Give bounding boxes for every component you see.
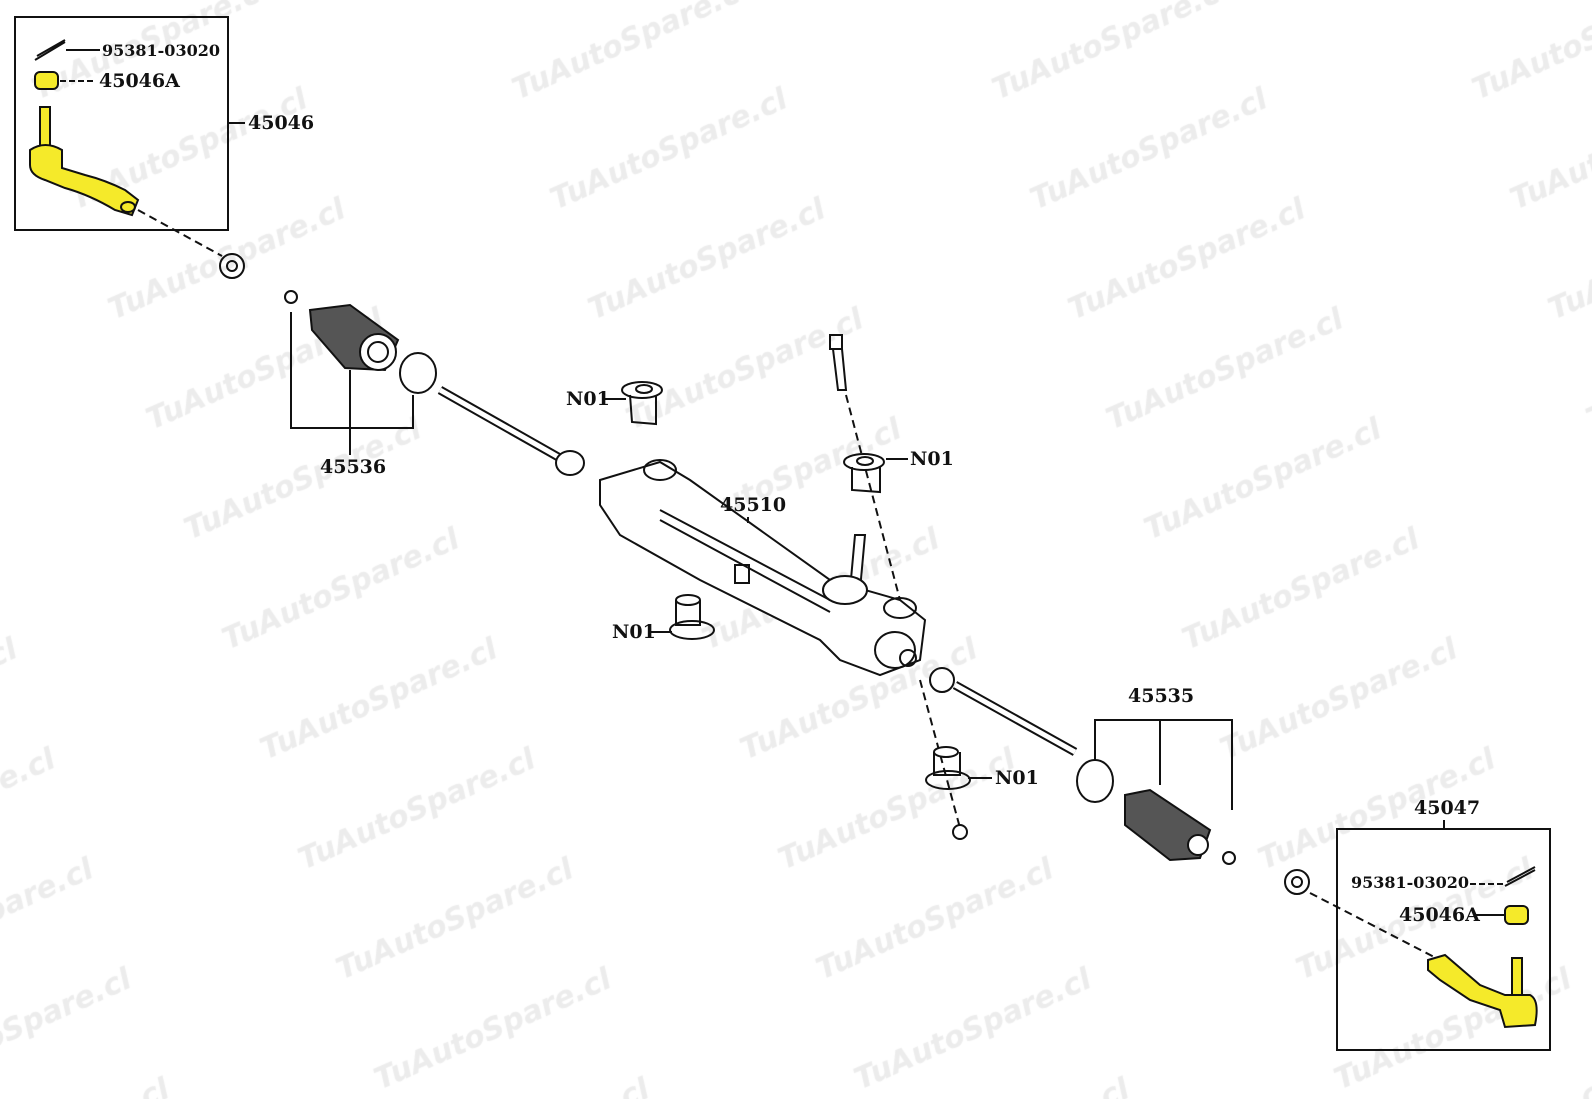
bushing-mid-left-icon [669,594,715,640]
nut-icon [219,253,245,279]
boot-right-icon [1124,788,1212,862]
part-label-nut-right: 45046A [1399,904,1480,926]
cotter-pin-right-icon [1470,866,1536,887]
inner-rod-right-icon [929,667,1078,756]
small-nut-icon [952,824,968,840]
part-label-cotter-pin-left: 95381-03020 [102,41,220,60]
bolt-icon [829,334,848,391]
castle-nut-right-icon [1475,905,1529,925]
part-label-bushing-top-right: N01 [910,448,954,470]
assembly-guide-line [137,209,223,257]
part-label-housing: 45510 [720,494,787,516]
ring-left-icon [399,352,437,394]
callout-bracket-right [1094,719,1233,810]
callout-bracket-left [290,312,414,455]
rack-housing-icon [599,459,927,677]
part-label-bushing-bottom: N01 [995,767,1039,789]
bushing-bottom-icon [925,746,971,790]
castle-nut-icon [34,71,96,90]
tie-rod-end-right-icon [1427,953,1538,1029]
boot-left-icon [308,303,400,372]
part-label-boot-right: 45535 [1128,685,1195,707]
clamp-right-icon [1222,851,1236,865]
bushing-top-left-icon [621,381,663,426]
part-label-bushing-mid-left: N01 [612,621,656,643]
part-label-tie-rod-end-right: 45047 [1414,797,1481,819]
ring-right-icon [1076,759,1114,803]
bushing-top-right-icon [843,453,885,494]
part-label-cotter-pin-right: 95381-03020 [1351,873,1469,892]
clamp-left-icon [284,290,298,304]
nut-right-icon [1284,869,1310,895]
cotter-pin-icon [34,39,100,61]
inner-rod-left-icon [437,386,585,476]
part-label-bushing-top-left: N01 [566,388,610,410]
part-label-nut-left: 45046A [99,70,180,92]
tie-rod-end-left-icon [29,106,140,217]
part-label-tie-rod-end-left: 45046 [248,112,315,134]
part-label-boot-left: 45536 [320,456,387,478]
